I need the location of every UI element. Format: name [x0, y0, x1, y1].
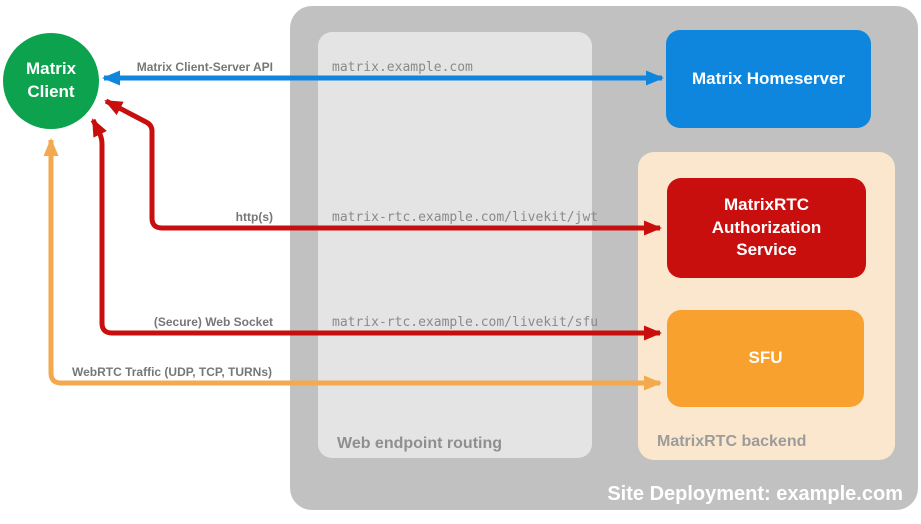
matrixrtc-backend-box: MatrixRTC Authorization Service SFU Matr…: [638, 152, 895, 460]
endpoint-matrix-domain: matrix.example.com: [332, 60, 473, 75]
matrixrtc-backend-label: MatrixRTC backend: [657, 433, 807, 450]
sfu-node: SFU: [667, 310, 864, 407]
endpoint-livekit-jwt: matrix-rtc.example.com/livekit/jwt: [332, 210, 599, 225]
endpoint-livekit-sfu: matrix-rtc.example.com/livekit/sfu: [332, 315, 599, 330]
web-endpoint-routing-box: matrix.example.com matrix-rtc.example.co…: [318, 32, 598, 458]
matrixrtc-authorization-service-node: MatrixRTC Authorization Service: [667, 178, 866, 278]
https-label: http(s): [235, 210, 273, 224]
site-deployment-label: Site Deployment: example.com: [607, 483, 903, 505]
client-server-api-label: Matrix Client-Server API: [136, 60, 273, 74]
web-socket-label: (Secure) Web Socket: [153, 315, 273, 329]
matrix-client-node: Matrix Client: [3, 33, 99, 129]
webrtc-traffic-label: WebRTC Traffic (UDP, TCP, TURNs): [71, 365, 272, 379]
matrix-homeserver-node: Matrix Homeserver: [666, 30, 871, 128]
web-endpoint-routing-label: Web endpoint routing: [337, 435, 503, 452]
